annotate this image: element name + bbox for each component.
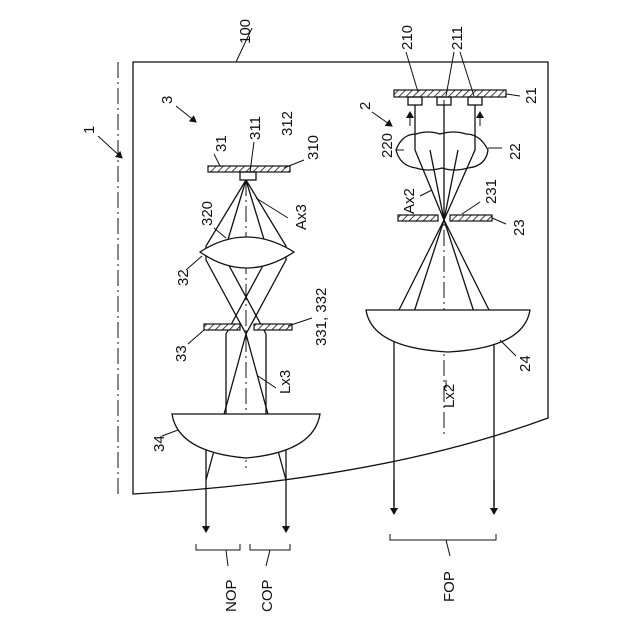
leader-cop [266,550,270,566]
leader-331 [288,318,312,326]
label-fop: FOP [441,571,458,602]
leader-231 [462,202,480,214]
rays-unit2-inner-l [414,220,444,312]
led-211-a [408,97,422,105]
leader-24 [500,340,516,356]
label-311: 311 [247,116,264,140]
brace-cop [250,544,290,550]
label-ax3: Ax3 [293,204,310,230]
leader-nop [226,550,228,566]
label-310: 310 [305,135,322,160]
leader-31 [214,154,220,166]
aperture-23-left [398,215,438,221]
substrate-21 [394,90,506,97]
label-unit3: 3 [159,96,176,104]
substrate-31 [208,166,290,172]
brace-fop [390,534,496,540]
label-lx3: Lx3 [277,370,294,394]
leader-3 [176,106,196,122]
label-231: 231 [483,179,500,204]
label-21: 21 [523,87,540,104]
leader-2 [372,112,392,126]
leader-ax2 [420,190,432,196]
led-311 [240,172,256,180]
lens-34 [172,414,320,458]
label-23: 23 [511,219,528,236]
leader-23 [492,218,506,224]
leader-210 [406,52,418,92]
label-ax2: Ax2 [401,188,418,214]
label-312: 312 [279,111,296,136]
leader-32 [186,256,202,270]
label-33: 33 [173,345,190,362]
rays-unit2-inner-r [444,220,474,312]
label-unit2: 2 [357,102,374,110]
aperture-33-left [204,324,240,330]
aperture-23-right [450,215,492,221]
aperture-33-right [254,324,292,330]
leader-fop [446,540,450,556]
label-220: 220 [379,133,396,158]
label-211: 211 [449,26,466,50]
leader-310 [284,160,304,168]
leader-33 [188,330,204,344]
leader-320 [214,228,226,238]
label-34: 34 [151,435,168,452]
leader-34 [162,430,178,436]
lens-32 [200,237,294,268]
label-lx2: Lx2 [441,384,458,408]
label-210: 210 [399,25,416,50]
label-assembly: 1 [81,126,98,134]
rays-unit2-out-r [444,220,494,506]
brace-nop [196,544,240,550]
label-nop: NOP [223,579,240,612]
label-housing: 100 [237,19,254,44]
label-331-332: 331, 332 [313,288,330,346]
leader-ax3 [256,198,288,218]
label-24: 24 [517,355,534,372]
rays-unit2-out-l [394,220,444,506]
label-cop: COP [259,579,276,612]
label-320: 320 [199,201,216,226]
leader-21 [506,94,520,96]
led-211-c [468,97,482,105]
label-31: 31 [213,135,230,152]
label-32: 32 [175,269,192,286]
label-22: 22 [507,143,524,160]
